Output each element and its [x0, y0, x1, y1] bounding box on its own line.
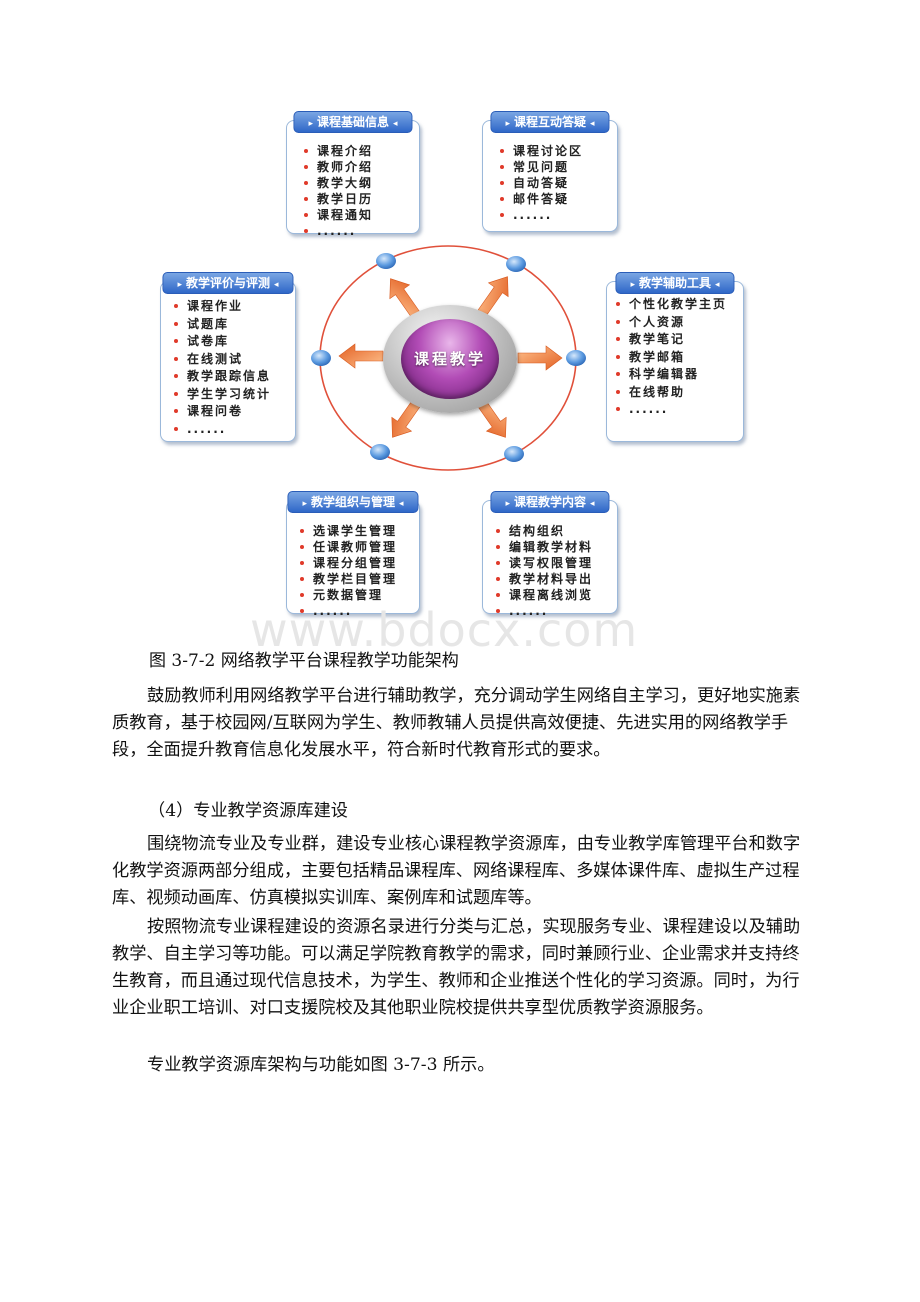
box-item-list: 结构组织 编辑教学材料 读写权限管理 教学材料导出 课程离线浏览 ...... [483, 501, 617, 619]
list-item: ...... [495, 603, 617, 619]
arrow-right [517, 345, 563, 371]
list-item: ...... [499, 207, 617, 223]
section-heading: （4）专业教学资源库建设 [148, 801, 348, 821]
ring-node-bottom-left [370, 444, 390, 460]
list-item: 教师介绍 [303, 159, 419, 175]
list-item: 教学笔记 [615, 331, 743, 349]
list-item: 任课教师管理 [299, 539, 419, 555]
list-item: 学生学习统计 [173, 386, 295, 404]
list-item: 编辑教学材料 [495, 539, 617, 555]
box-title: 教学辅助工具 [615, 272, 735, 294]
list-item: 结构组织 [495, 523, 617, 539]
box-course-basic-info: 课程基础信息 课程介绍 教师介绍 教学大纲 教学日历 课程通知 ...... [286, 111, 420, 238]
box-item-list: 个性化教学主页 个人资源 教学笔记 教学邮箱 科学编辑器 在线帮助 ...... [607, 282, 743, 419]
list-item: 个性化教学主页 [615, 296, 743, 314]
list-item: 课程作业 [173, 298, 295, 316]
center-hub-label: 课程教学 [413, 350, 486, 368]
arrow-left [338, 343, 384, 369]
ring-node-top-right [506, 256, 526, 272]
list-item: 在线测试 [173, 351, 295, 369]
list-item: 教学邮箱 [615, 349, 743, 367]
list-item: 科学编辑器 [615, 366, 743, 384]
list-item: 课程离线浏览 [495, 587, 617, 603]
box-title: 教学组织与管理 [287, 491, 419, 513]
list-item: 教学材料导出 [495, 571, 617, 587]
list-item: 元数据管理 [299, 587, 419, 603]
list-item: ...... [303, 223, 419, 239]
box-course-interactive-qa: 课程互动答疑 课程讨论区 常见问题 自动答疑 邮件答疑 ...... [482, 111, 618, 232]
list-item: 课程介绍 [303, 143, 419, 159]
list-item: 试题库 [173, 316, 295, 334]
list-item: 读写权限管理 [495, 555, 617, 571]
box-title: 课程基础信息 [293, 111, 413, 133]
ring-node-bottom-right [504, 446, 524, 462]
list-item: 教学跟踪信息 [173, 368, 295, 386]
ring-node-right [566, 350, 586, 366]
list-item: 教学大纲 [303, 175, 419, 191]
center-hub: 课程教学 [383, 305, 517, 413]
list-item: 教学日历 [303, 191, 419, 207]
box-title: 教学评价与评测 [162, 272, 294, 294]
list-item: 在线帮助 [615, 384, 743, 402]
list-item: 课程讨论区 [499, 143, 617, 159]
paragraph: 鼓励教师利用网络教学平台进行辅助教学，充分调动学生网络自主学习，更好地实施素质教… [112, 686, 801, 760]
box-title: 课程互动答疑 [490, 111, 610, 133]
figure-caption: 图 3-7-2 网络教学平台课程教学功能架构 [149, 651, 459, 671]
box-title: 课程教学内容 [490, 491, 610, 513]
box-teaching-organization: 教学组织与管理 选课学生管理 任课教师管理 课程分组管理 教学栏目管理 元数据管… [286, 491, 420, 618]
box-item-list: 选课学生管理 任课教师管理 课程分组管理 教学栏目管理 元数据管理 ...... [287, 501, 419, 619]
list-item: 自动答疑 [499, 175, 617, 191]
paragraph: 专业教学资源库架构与功能如图 3-7-3 所示。 [147, 1055, 495, 1075]
list-item: 课程分组管理 [299, 555, 419, 571]
paragraph: 围绕物流专业及专业群，建设专业核心课程教学资源库，由专业教学库管理平台和数字化教… [112, 834, 801, 908]
list-item: 个人资源 [615, 314, 743, 332]
list-item: ...... [173, 421, 295, 439]
list-item: ...... [615, 401, 743, 419]
list-item: 教学栏目管理 [299, 571, 419, 587]
list-item: ...... [299, 603, 419, 619]
list-item: 选课学生管理 [299, 523, 419, 539]
list-item: 常见问题 [499, 159, 617, 175]
paragraph: 按照物流专业课程建设的资源名录进行分类与汇总，实现服务专业、课程建设以及辅助教学… [112, 917, 801, 1018]
box-item-list: 课程讨论区 常见问题 自动答疑 邮件答疑 ...... [483, 121, 617, 223]
box-course-content: 课程教学内容 结构组织 编辑教学材料 读写权限管理 教学材料导出 课程离线浏览 … [482, 491, 618, 618]
box-teaching-evaluation: 教学评价与评测 课程作业 试题库 试卷库 在线测试 教学跟踪信息 学生学习统计 … [160, 272, 296, 442]
box-teaching-tools: 教学辅助工具 个性化教学主页 个人资源 教学笔记 教学邮箱 科学编辑器 在线帮助… [606, 272, 744, 442]
list-item: 课程问卷 [173, 403, 295, 421]
list-item: 课程通知 [303, 207, 419, 223]
box-item-list: 课程作业 试题库 试卷库 在线测试 教学跟踪信息 学生学习统计 课程问卷 ...… [161, 282, 295, 438]
box-item-list: 课程介绍 教师介绍 教学大纲 教学日历 课程通知 ...... [287, 121, 419, 239]
watermark: www.bdocx.com [250, 603, 639, 657]
center-hub-core: 课程教学 [401, 319, 499, 399]
list-item: 试卷库 [173, 333, 295, 351]
ring-node-top-left [376, 253, 396, 269]
ring-node-left [311, 350, 331, 366]
list-item: 邮件答疑 [499, 191, 617, 207]
